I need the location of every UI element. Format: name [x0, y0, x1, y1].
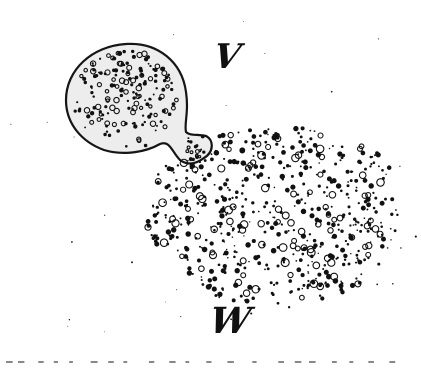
label-v: V — [212, 40, 242, 74]
label-w: W — [207, 303, 251, 339]
